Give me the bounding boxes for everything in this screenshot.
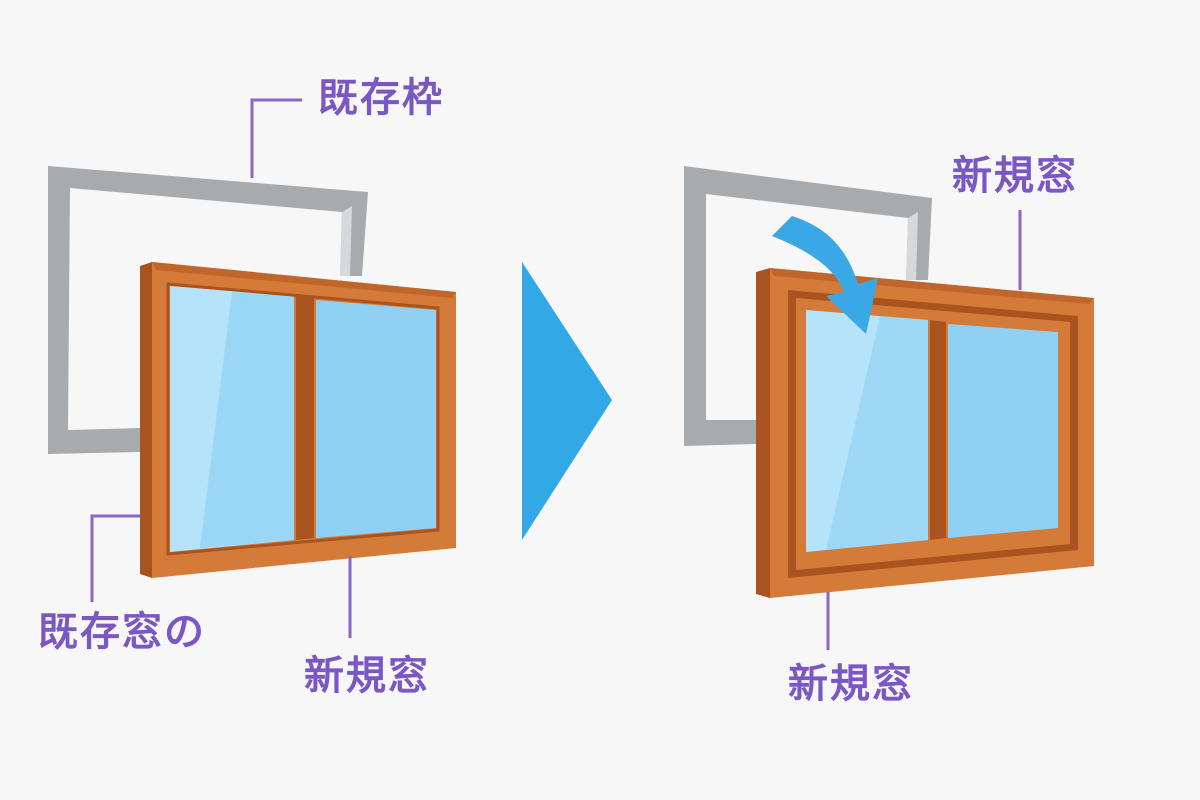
new-window-left: [140, 262, 456, 578]
leader-existing-frame: [250, 98, 302, 178]
curved-arrow-icon: [772, 216, 878, 334]
existing-frame-right: [684, 166, 932, 446]
existing-frame-left: [48, 166, 368, 454]
leader-lines: [90, 98, 1022, 650]
existing-frame-outer: [48, 166, 368, 454]
existing-frame-outer-right: [684, 166, 932, 446]
leader-existing-window: [90, 514, 140, 602]
existing-frame-label: 既存枠: [318, 75, 444, 121]
new-window-label-left: 新規窓: [304, 653, 430, 699]
new-window-label-top-right: 新規窓: [952, 153, 1078, 199]
new-window-right: [756, 268, 1094, 598]
glass-pane-right-b: [948, 324, 1058, 538]
existing-window-label: 既存窓の: [38, 609, 206, 655]
play-triangle-icon: [522, 262, 612, 540]
glass-pane-left-b: [316, 300, 436, 538]
new-window-label-bottom-right: 新規窓: [788, 661, 914, 707]
existing-frame-side-shade: [340, 206, 352, 276]
